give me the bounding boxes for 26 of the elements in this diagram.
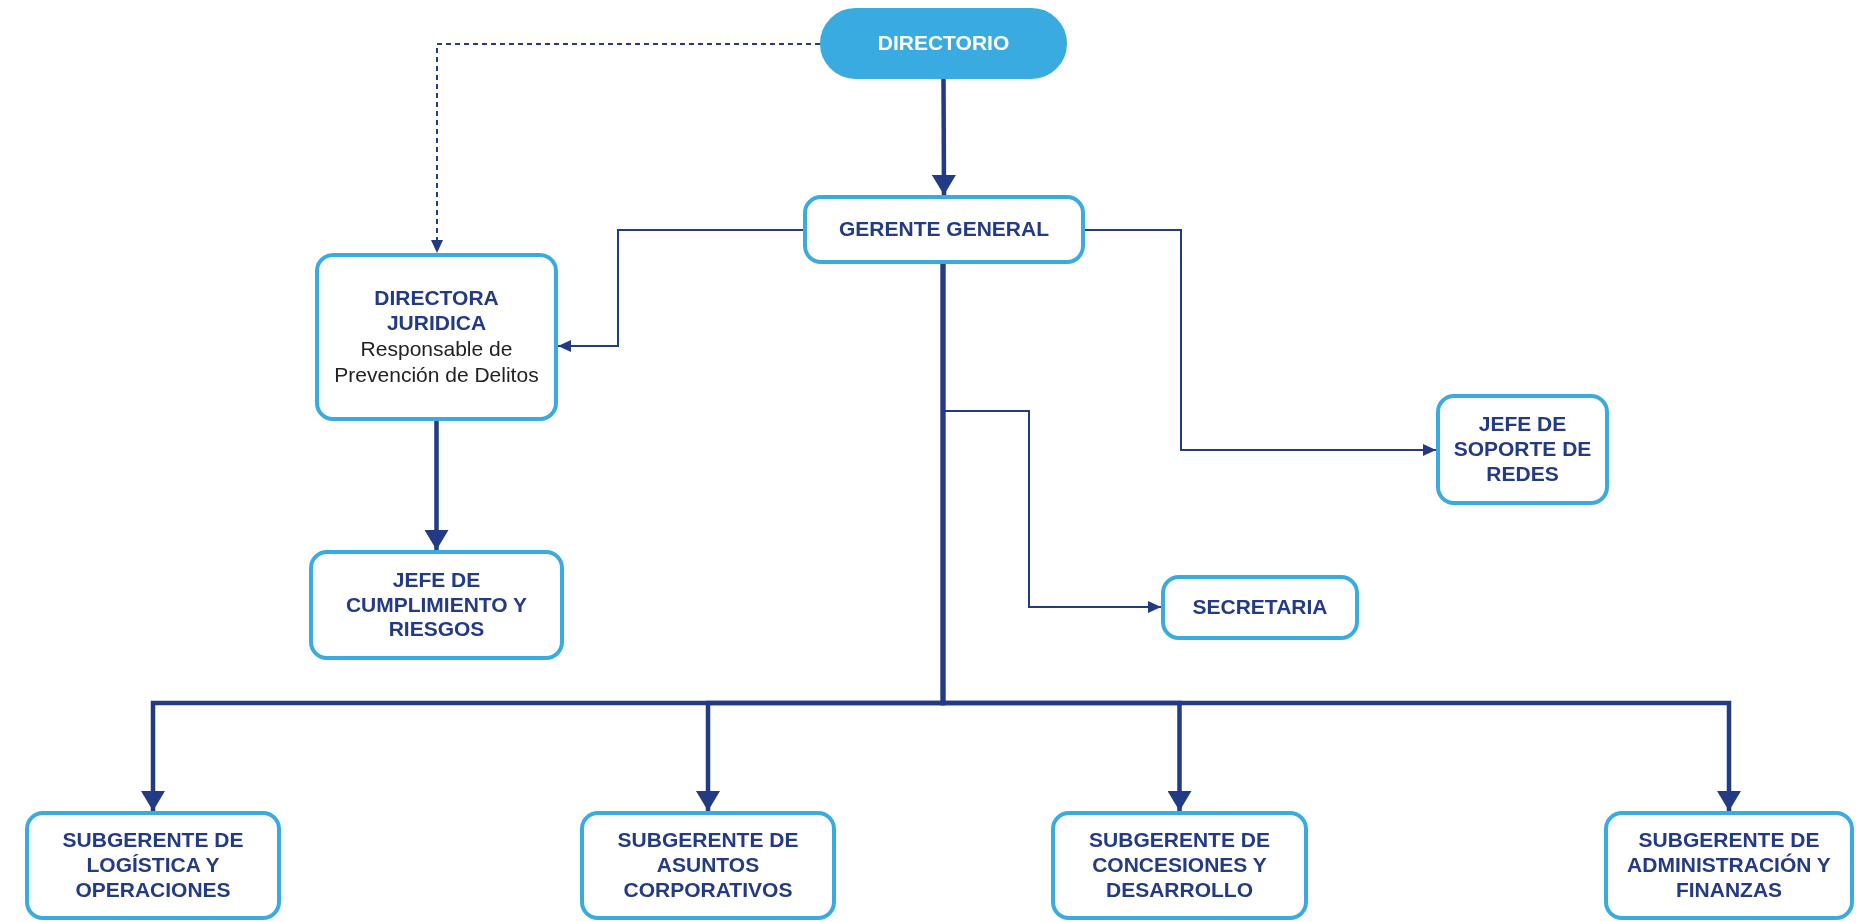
role-box	[1436, 394, 1609, 505]
role-title: DIRECTORIO	[877, 31, 1010, 56]
arrow	[424, 421, 449, 550]
role-title: SECRETARIA	[1192, 595, 1328, 620]
role-title: SUBGERENTE DE CONCESIONES Y DESARROLLO	[1088, 828, 1271, 903]
arrow	[931, 79, 956, 195]
role-box	[580, 811, 836, 920]
role-description: Responsable de Prevención de Delitos	[333, 335, 540, 388]
role-box	[803, 195, 1085, 264]
role-title: DIRECTORA JURIDICA	[373, 286, 500, 336]
role-box	[1161, 575, 1359, 640]
role-box	[25, 811, 281, 920]
role-box	[315, 253, 558, 421]
dashed-arrow	[431, 43, 821, 254]
role-box	[1051, 811, 1308, 920]
role-box	[1604, 811, 1854, 920]
role-title: GERENTE GENERAL	[839, 217, 1049, 242]
role-title: JEFE DE SOPORTE DE REDES	[1452, 412, 1593, 487]
arrow	[557, 229, 804, 352]
role-box	[309, 550, 564, 660]
role-title: SUBGERENTE DE ADMINISTRACIÓN Y FINANZAS	[1626, 828, 1832, 903]
arrow	[1084, 229, 1437, 456]
role-title: JEFE DE CUMPLIMIENTO Y RIESGOS	[344, 567, 529, 643]
role-title: SUBGERENTE DE LOGÍSTICA Y OPERACIONES	[61, 828, 245, 903]
role-title: SUBGERENTE DE ASUNTOS CORPORATIVOS	[616, 828, 800, 903]
arrow	[940, 264, 1741, 811]
